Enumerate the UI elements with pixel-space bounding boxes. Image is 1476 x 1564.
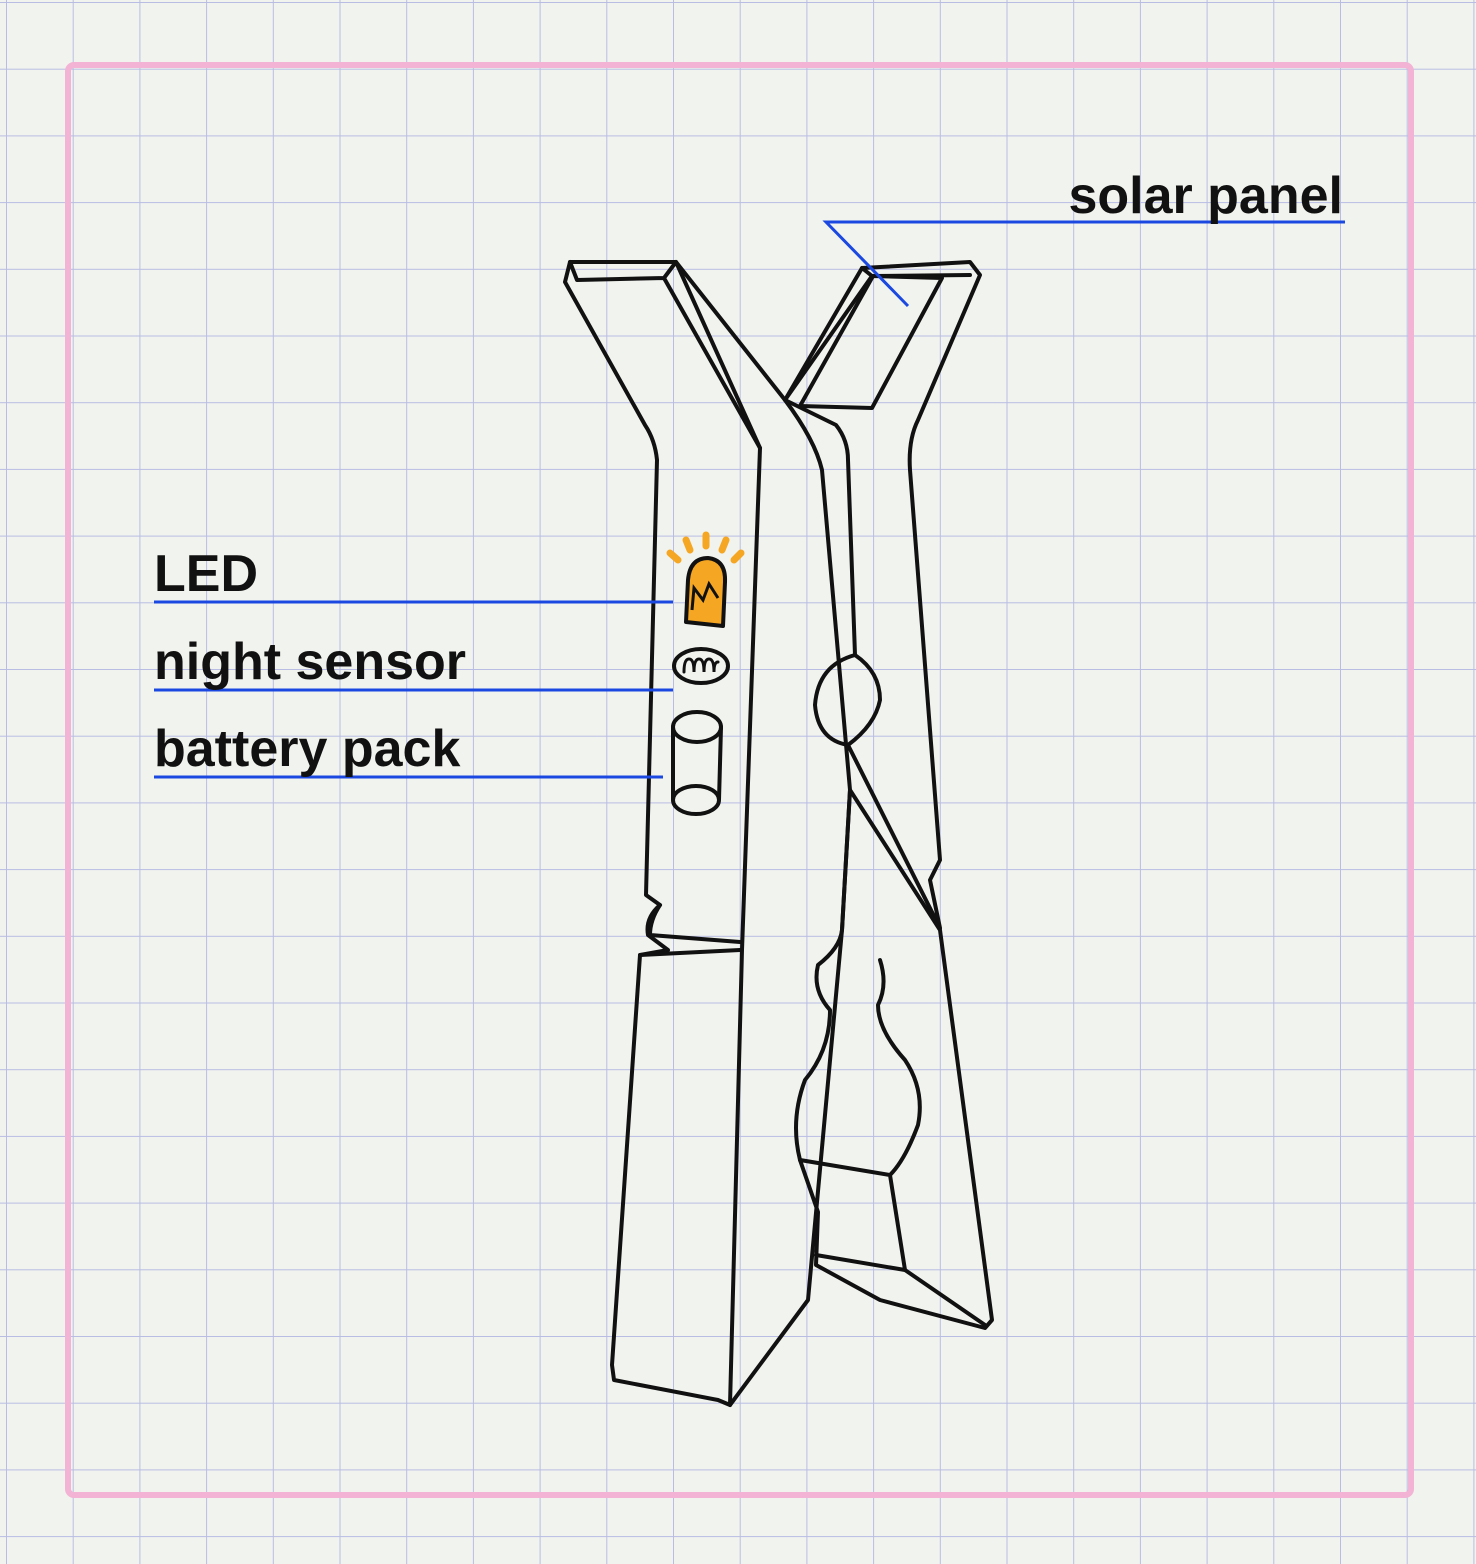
front-arm xyxy=(563,260,852,1407)
solar-panel-label: solar panel xyxy=(1068,167,1343,225)
clothespin-illustration xyxy=(563,260,994,1407)
solar-panel-leader xyxy=(822,220,1345,308)
night-sensor-icon xyxy=(672,647,730,685)
solar-panel-icon xyxy=(798,274,944,410)
led-icon xyxy=(666,531,745,628)
battery-pack-label: battery pack xyxy=(154,720,460,778)
battery-icon xyxy=(671,710,723,816)
lower-jaw xyxy=(794,788,994,1330)
led-label: LED xyxy=(154,545,258,603)
leader-lines xyxy=(154,220,1345,779)
night-sensor-label: night sensor xyxy=(154,633,466,691)
page-border xyxy=(65,62,1414,1498)
